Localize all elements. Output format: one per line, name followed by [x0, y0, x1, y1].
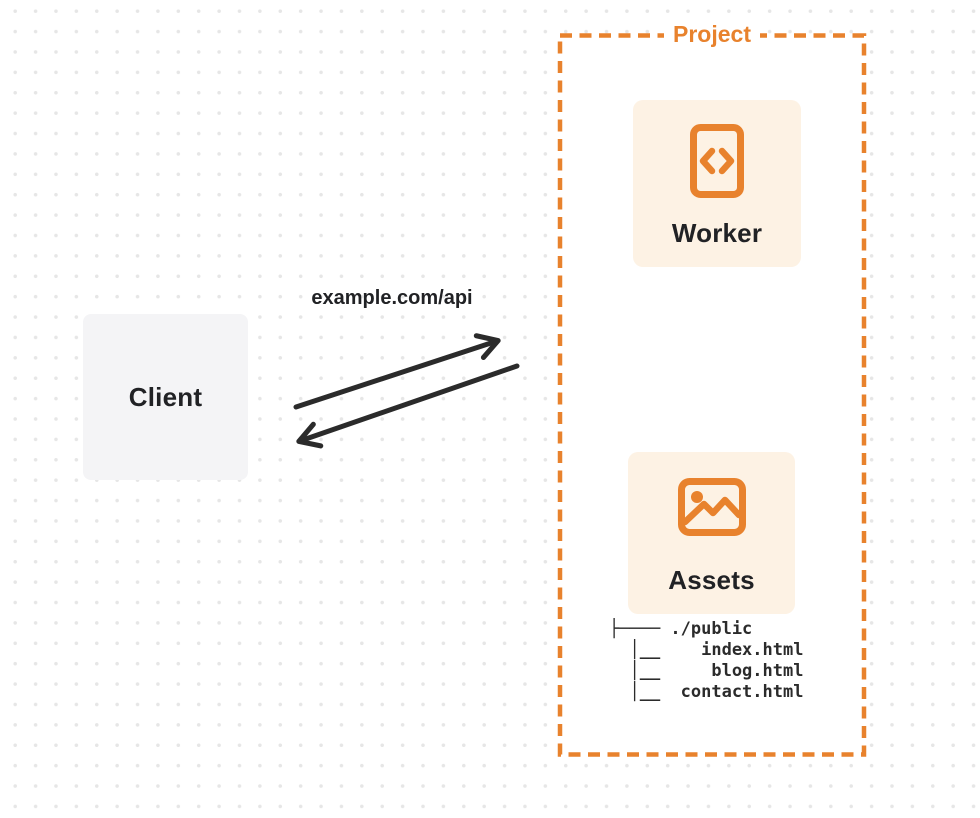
image-icon: [628, 478, 795, 536]
client-label: Client: [128, 381, 203, 412]
code-file-icon: [633, 124, 801, 198]
file-tree: ├──── ./public │__ index.html │__ blog.h…: [609, 619, 804, 702]
project-title: Project: [558, 20, 866, 48]
assets-label: Assets: [668, 565, 755, 595]
assets-node: Assets: [628, 452, 795, 614]
response-arrow: [296, 363, 520, 449]
worker-node: Worker: [633, 100, 801, 267]
client-node: Client: [83, 314, 248, 480]
request-url-label: example.com/api: [311, 287, 473, 309]
worker-label: Worker: [671, 218, 763, 248]
project-title-text: Project: [664, 20, 760, 48]
request-arrow: [293, 333, 501, 410]
